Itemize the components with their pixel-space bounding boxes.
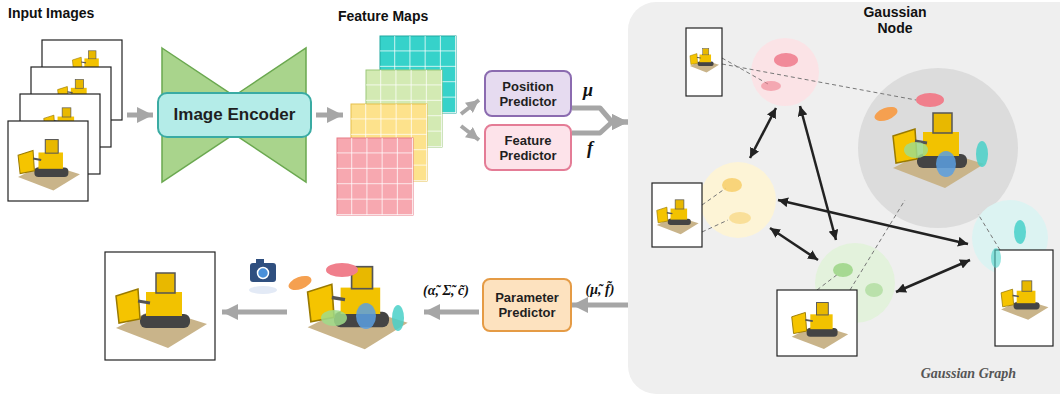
camera-shadow	[249, 286, 277, 294]
edge-label: (μ̃, f̃)	[570, 282, 630, 298]
gaussian-ellipse	[356, 303, 376, 329]
dozer-image	[792, 303, 848, 350]
view-frame	[686, 28, 722, 96]
view-frame	[652, 183, 702, 247]
camera-body	[250, 263, 276, 282]
dozer-image	[18, 140, 80, 191]
projection-lines	[702, 58, 1000, 290]
flow-arrow	[461, 100, 479, 114]
gaussian-ellipse	[904, 142, 928, 158]
box-label: Feature Predictor	[494, 133, 562, 163]
gaussian-ellipse	[1014, 220, 1026, 244]
graph-edge	[770, 228, 818, 260]
flow-arrow	[222, 310, 287, 315]
gaussian-ellipse	[321, 310, 347, 326]
predictor-box: Position Predictor	[484, 70, 572, 117]
flow-arrow	[127, 113, 153, 118]
grid-fill	[337, 138, 413, 215]
projection-line	[850, 200, 905, 290]
gaussian-node-halo	[751, 38, 819, 106]
gaussian-ellipse	[873, 104, 900, 123]
gaussian-ellipse	[392, 305, 404, 331]
encoder-box: Image Encoder	[157, 92, 312, 138]
image-frame	[8, 121, 88, 201]
view-frame	[995, 250, 1053, 346]
gaussian-ellipse	[729, 212, 751, 224]
projection-line	[702, 188, 726, 205]
section-heading: Feature Maps	[338, 8, 458, 24]
graph-edge	[778, 200, 968, 244]
dozer-scene	[893, 113, 984, 188]
dozer-scene	[308, 267, 408, 350]
edge-label: f	[580, 138, 600, 159]
grid-cells	[337, 138, 413, 215]
projection-line	[978, 214, 1000, 250]
gaussian-node-halo	[700, 162, 776, 238]
flow-arrow	[424, 310, 479, 315]
predictor-box: Parameter Predictor	[482, 278, 572, 332]
projection-line	[722, 58, 768, 84]
output-frame	[105, 252, 215, 360]
projection-line	[702, 220, 728, 232]
graph-panel-ground	[628, 2, 1060, 394]
callout-label: Gaussian Node	[858, 4, 932, 36]
gaussian-ellipse	[976, 141, 988, 167]
graph-panel: Gaussian Graph	[628, 2, 1060, 394]
graph-edge	[800, 106, 836, 240]
graph-edges	[750, 106, 970, 292]
graph-edge	[896, 260, 970, 292]
projection-line	[817, 274, 838, 290]
flow-arrow	[316, 113, 343, 118]
graph-edge	[750, 108, 776, 158]
gaussian-ellipse	[287, 273, 314, 292]
input-stack	[8, 40, 122, 201]
gaussian-ellipse	[936, 151, 956, 177]
panel-title: Gaussian Graph	[921, 366, 1016, 382]
view-frame	[777, 290, 857, 356]
box-label: Image Encoder	[174, 105, 296, 125]
gaussian-ellipse	[991, 248, 1001, 268]
gaussian-ellipse	[774, 53, 798, 67]
dozer-image	[116, 273, 207, 348]
section-heading: Input Images	[8, 5, 128, 21]
gaussian-ellipse	[865, 283, 883, 297]
dozer-image	[657, 200, 699, 235]
gaussian-ellipse	[326, 263, 358, 277]
gaussian-ellipse	[761, 81, 781, 91]
gaussian-ellipse	[916, 93, 944, 107]
flow-connector	[572, 303, 628, 308]
edge-label: μ	[578, 80, 598, 101]
flow-arrow	[461, 126, 479, 140]
parameter-label: (α̃, Σ̃, c̃)	[410, 283, 482, 299]
feature-grid	[337, 138, 413, 215]
box-label: Position Predictor	[494, 79, 562, 109]
gaussian-ellipse	[722, 178, 742, 192]
predictor-box: Feature Predictor	[484, 124, 572, 171]
dozer-image	[1001, 281, 1048, 320]
camera-lens	[258, 268, 269, 279]
projection-line	[722, 64, 916, 100]
dozer-image	[690, 48, 719, 72]
box-label: Parameter Predictor	[492, 290, 562, 320]
gaussian-ellipse	[833, 263, 853, 277]
flow-connector	[572, 122, 628, 133]
